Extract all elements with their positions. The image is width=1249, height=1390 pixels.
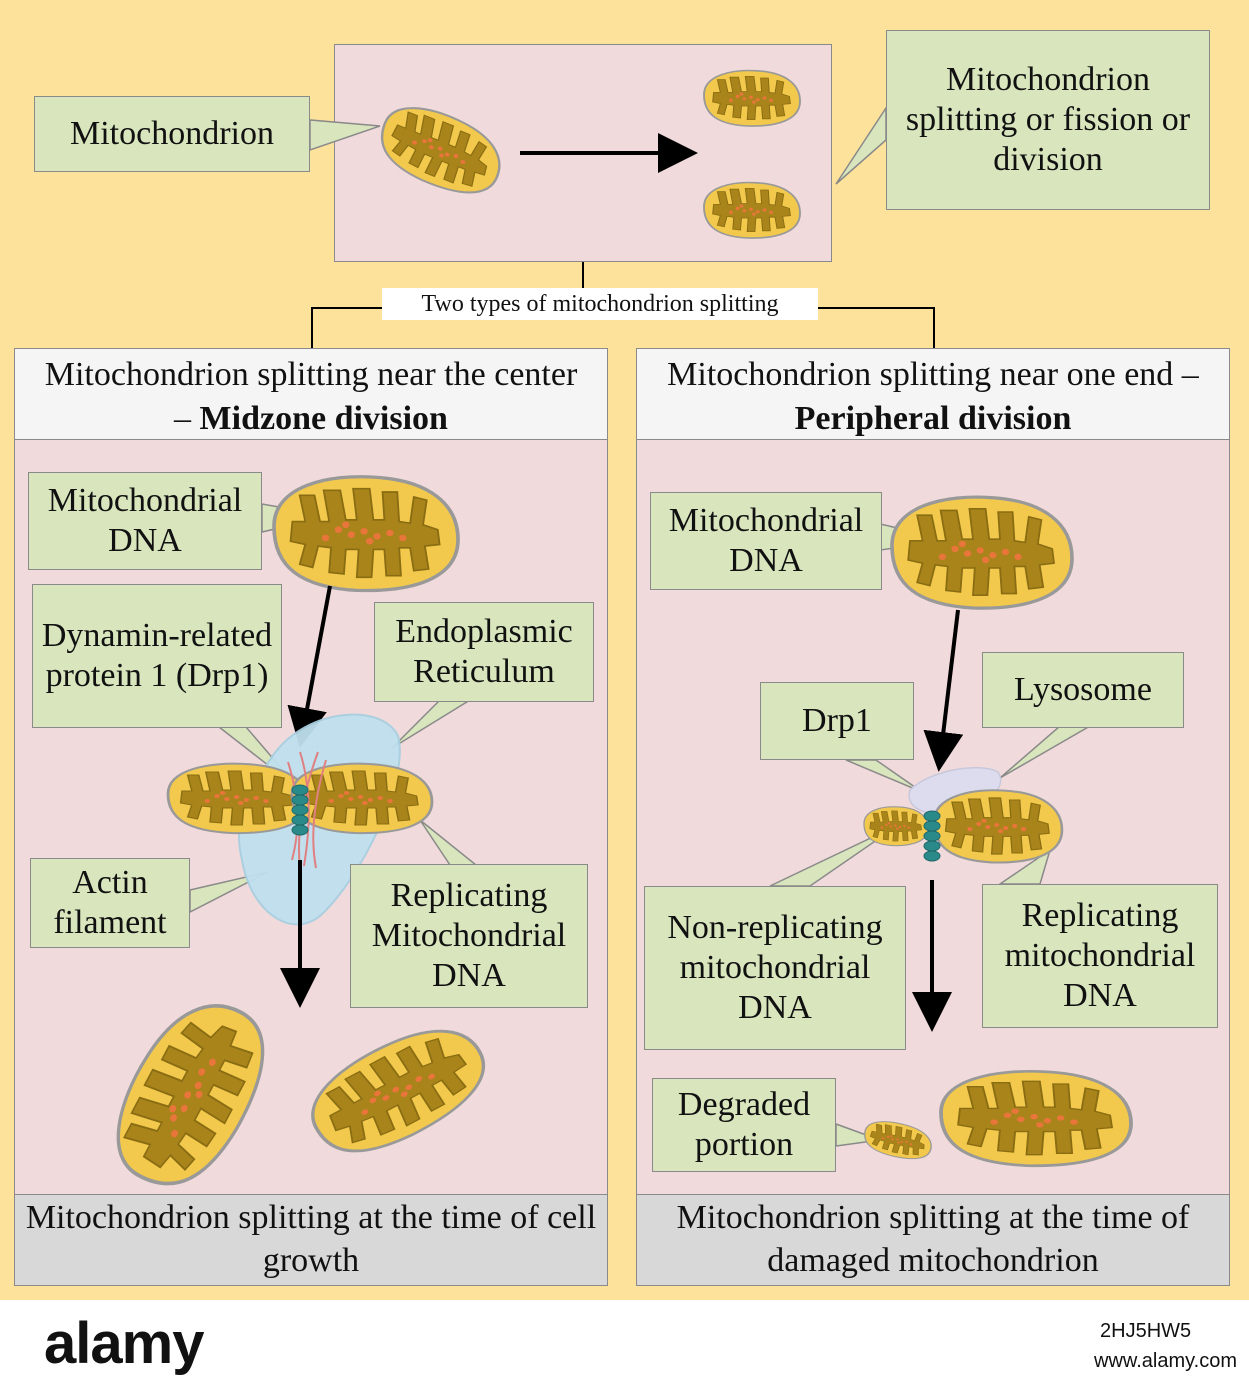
mito-left-child-b — [295, 1006, 501, 1175]
left-arrow-down-1 — [287, 585, 332, 748]
label-actin: Actin filament — [30, 858, 190, 948]
mito-right-small — [863, 806, 929, 847]
label-two-types: Two types of mitochondrion splitting — [382, 288, 818, 320]
left-header-dash: – — [174, 399, 200, 437]
watermark-image-id: 2HJ5HW5 — [1100, 1320, 1192, 1342]
left-header-line2: – Midzone division — [15, 397, 607, 441]
label-degraded: Degraded portion — [652, 1078, 836, 1172]
watermark-footer — [0, 1300, 1249, 1390]
mito-right-large — [932, 789, 1064, 864]
mito-top-upper — [703, 69, 801, 128]
mito-left-parent — [272, 474, 460, 593]
diagram-graphics — [93, 69, 1133, 1208]
label-right-drp1: Drp1 — [760, 682, 914, 760]
mito-left-child-a — [93, 980, 288, 1208]
right-header-title: Peripheral division — [794, 399, 1072, 437]
label-mitochondrion: Mitochondrion — [34, 96, 310, 172]
mito-top-lower — [703, 181, 801, 240]
right-arrow-down-1 — [923, 609, 964, 772]
connector-right — [818, 307, 935, 348]
left-header-title: Midzone division — [199, 399, 448, 437]
right-header-line1: Mitochondrion splitting near one end – — [667, 356, 1199, 393]
left-header: Mitochondrion splitting near the center … — [14, 348, 608, 440]
label-nonreplicating: Non-replicating mitochondrial DNA — [644, 886, 906, 1050]
label-left-mtdna: Mitochondrial DNA — [28, 472, 262, 570]
label-drp1: Dynamin-related protein 1 (Drp1) — [32, 584, 282, 728]
drp1-ring-right — [923, 810, 941, 862]
drp1-ring-left — [291, 784, 309, 836]
watermark-brand: alamy — [44, 1311, 204, 1376]
mito-left-dividing-a — [166, 762, 310, 835]
mito-right-parent — [890, 495, 1074, 610]
mito-top-whole — [369, 93, 513, 207]
left-header-line1: Mitochondrion splitting near the center — [44, 356, 578, 393]
left-footer: Mitochondrion splitting at the time of c… — [14, 1194, 608, 1286]
label-er: Endoplasmic Reticulum — [374, 602, 594, 702]
connector-left — [311, 307, 382, 348]
label-right-mtdna: Mitochondrial DNA — [650, 492, 882, 590]
mito-degraded — [860, 1116, 936, 1165]
label-lysosome: Lysosome — [982, 652, 1184, 728]
right-header: Mitochondrion splitting near one end – P… — [636, 348, 1230, 440]
label-right-replicating: Replicating mitochondrial DNA — [982, 884, 1218, 1028]
mito-right-child — [939, 1069, 1133, 1168]
label-left-replicating: Replicating Mitochondrial DNA — [350, 864, 588, 1008]
right-footer: Mitochondrion splitting at the time of d… — [636, 1194, 1230, 1286]
right-header-line2: Peripheral division — [637, 397, 1229, 441]
label-fission: Mitochondrion splitting or fission or di… — [886, 30, 1210, 210]
watermark-site: www.alamy.com — [1094, 1350, 1237, 1372]
